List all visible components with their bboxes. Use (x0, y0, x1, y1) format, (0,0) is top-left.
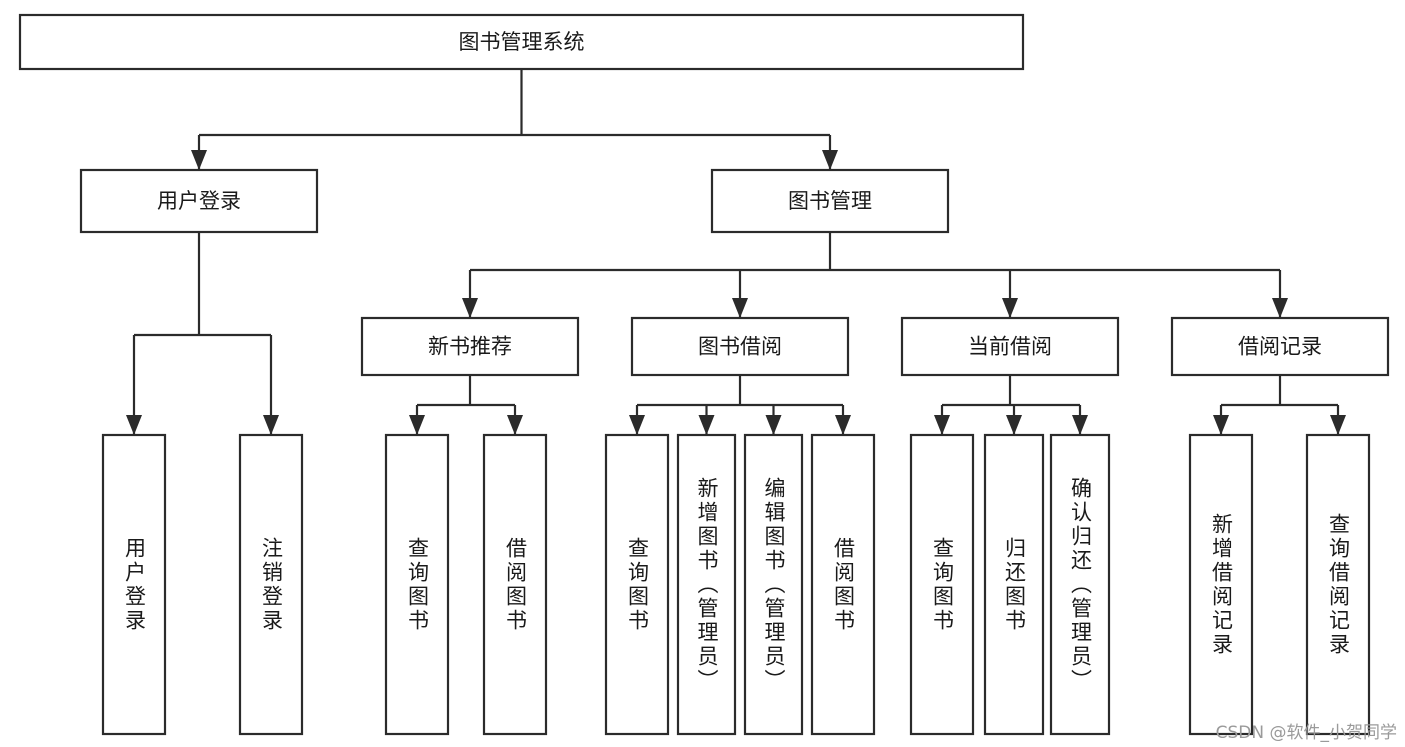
arrow-head-icon-book-manage (822, 150, 838, 170)
node-box-leaf-query-book-current[interactable] (909, 433, 975, 736)
node-label-borrow-record: 借阅记录 (1238, 335, 1322, 359)
arrow-head-icon-leaf-borrow-book-rec (507, 415, 523, 435)
node-box-leaf-logout[interactable] (238, 433, 304, 736)
arrow-head-icon-leaf-logout (263, 415, 279, 435)
node-box-leaf-confirm-return[interactable] (1049, 433, 1111, 736)
arrow-head-icon-leaf-user-login (126, 415, 142, 435)
arrow-head-icon-borrow-record (1272, 298, 1288, 318)
node-box-borrow-record[interactable] (1170, 316, 1390, 377)
connector-group (126, 69, 1346, 435)
arrow-head-icon-current-borrow (1002, 298, 1018, 318)
node-box-user-login[interactable] (79, 168, 319, 234)
arrow-head-icon-leaf-query-book-borrow (629, 415, 645, 435)
arrow-head-icon-leaf-edit-book (765, 415, 782, 435)
node-label-book-manage: 图书管理 (788, 189, 872, 213)
arrow-head-icon-book-borrow (732, 298, 748, 318)
node-box-book-borrow[interactable] (630, 316, 850, 377)
arrow-head-icon-leaf-query-book-rec (409, 415, 425, 435)
arrow-head-icon-new-book-recommend (462, 298, 478, 318)
csdn-watermark: CSDN @软件_小贺同学 (1215, 723, 1397, 743)
node-box-leaf-query-book-rec[interactable] (384, 433, 450, 736)
arrow-head-icon-leaf-query-borrow-record (1330, 415, 1346, 435)
node-box-book-manage[interactable] (710, 168, 950, 234)
arrow-head-icon-user-login (191, 150, 207, 170)
node-box-leaf-add-borrow-record[interactable] (1188, 433, 1254, 736)
node-box-new-book-recommend[interactable] (360, 316, 580, 377)
node-box-leaf-add-book[interactable] (676, 433, 737, 736)
node-box-leaf-return-book[interactable] (983, 433, 1045, 736)
arrow-head-icon-leaf-confirm-return (1072, 415, 1088, 435)
node-box-group (18, 13, 1390, 736)
node-box-current-borrow[interactable] (900, 316, 1120, 377)
node-label-user-login: 用户登录 (157, 189, 241, 213)
arrow-head-icon-leaf-add-book (698, 415, 715, 435)
node-box-root[interactable] (18, 13, 1025, 71)
node-box-leaf-user-login[interactable] (101, 433, 167, 736)
node-box-leaf-edit-book[interactable] (743, 433, 804, 736)
node-box-leaf-query-borrow-record[interactable] (1305, 433, 1371, 736)
arrow-head-icon-leaf-query-book-current (934, 415, 950, 435)
node-label-book-borrow: 图书借阅 (698, 335, 782, 359)
node-label-root: 图书管理系统 (459, 30, 585, 54)
node-box-leaf-borrow-book-rec[interactable] (482, 433, 548, 736)
arrow-head-icon-leaf-add-borrow-record (1213, 415, 1229, 435)
node-label-new-book-recommend: 新书推荐 (428, 335, 512, 359)
node-box-leaf-query-book-borrow[interactable] (604, 433, 670, 736)
arrow-head-icon-leaf-borrow-book (835, 415, 851, 435)
node-label-current-borrow: 当前借阅 (968, 335, 1052, 359)
arrow-head-icon-leaf-return-book (1006, 415, 1022, 435)
node-box-leaf-borrow-book[interactable] (810, 433, 876, 736)
